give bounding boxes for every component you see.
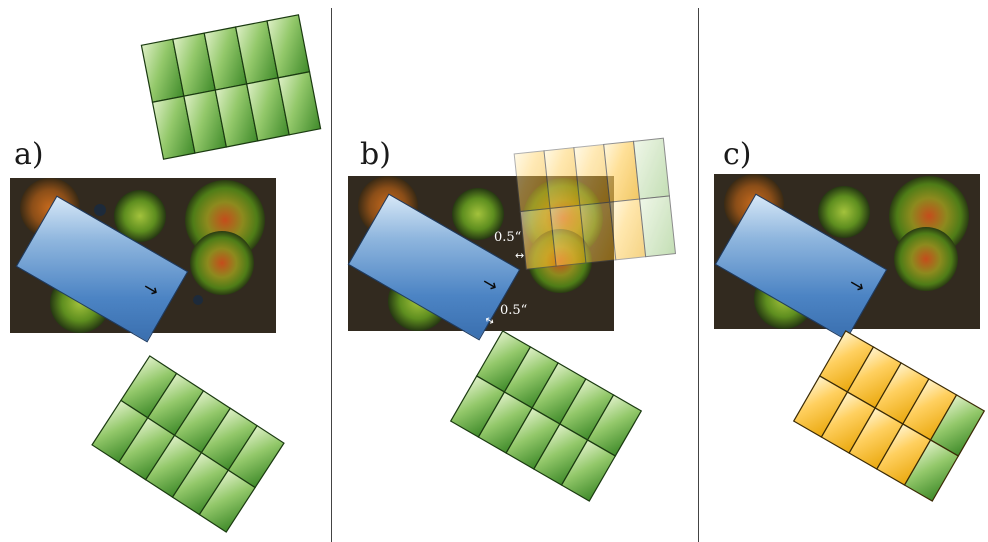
solar-tile — [560, 439, 617, 502]
double-arrow-icon: ↔ — [515, 249, 525, 262]
solar-tile — [632, 137, 670, 200]
solar-tile — [198, 469, 256, 533]
gap-label-right: 0.5“ — [494, 230, 522, 245]
solar-panel-block-top — [140, 14, 322, 160]
panel-label: a) — [14, 137, 44, 172]
panel-b: b) → 0.5“ ↔ — [332, 0, 698, 542]
panel-label: c) — [723, 137, 752, 172]
solar-panel-block-selected — [792, 330, 986, 502]
panel-divider-1 — [331, 8, 332, 542]
solar-tile — [639, 195, 677, 258]
tree-canopy — [114, 190, 166, 242]
tree-canopy — [190, 231, 254, 295]
panel-a: a) → — [0, 0, 331, 542]
solar-tile — [277, 71, 322, 136]
solar-panel-block-bottom — [449, 330, 643, 502]
gap-label-bottom: 0.5“ — [500, 303, 528, 318]
panel-c: c) → — [699, 0, 988, 542]
panel-label: b) — [360, 137, 391, 172]
solar-tile — [903, 439, 960, 502]
solar-panel-block-shifted — [513, 137, 677, 270]
solar-panel-block-bottom — [91, 355, 285, 533]
panel-divider-2 — [698, 8, 699, 542]
